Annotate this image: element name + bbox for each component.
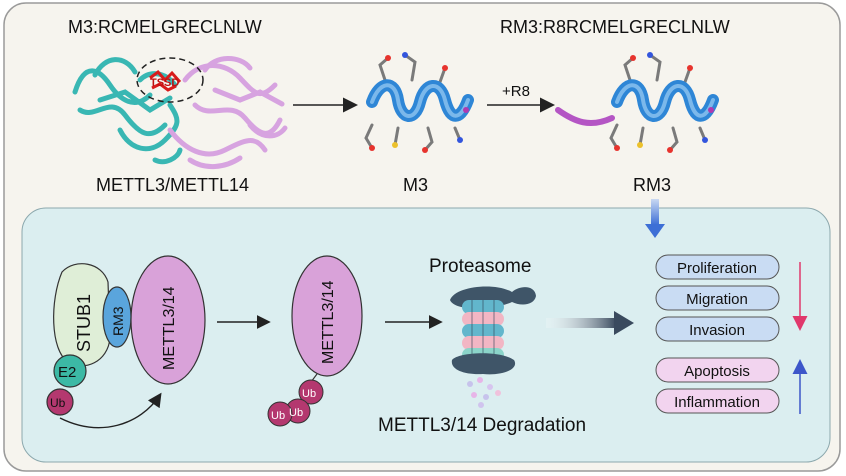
rm3-down-arrow xyxy=(645,199,665,238)
ub-circle xyxy=(46,388,74,416)
mettl3-ribbon xyxy=(72,57,183,165)
ub-label: Ub xyxy=(50,396,66,410)
rm3-label: RM3 xyxy=(633,175,671,195)
outcome-box-inflammation xyxy=(655,388,780,414)
m3-atoms xyxy=(369,52,469,153)
upregulated-outcomes: Apoptosis Inflammation xyxy=(655,357,780,414)
outcome-migration: Migration xyxy=(686,291,748,308)
rm3-peptide-structure xyxy=(555,52,719,153)
ub-chain-label-3: Ub xyxy=(271,410,285,422)
ub-chain-label-2: Ub xyxy=(289,407,303,419)
effect-arrow xyxy=(546,311,634,335)
outcome-box-apoptosis xyxy=(655,357,780,383)
binding-site-circle xyxy=(136,57,204,103)
outcome-box-migration xyxy=(655,285,780,311)
ub-chain: Ub Ub Ub xyxy=(267,379,324,427)
m3-peptide-structure xyxy=(364,52,474,153)
outcome-invasion: Invasion xyxy=(689,322,745,339)
binding-site-label: TSSD xyxy=(150,77,179,89)
e2-label: E2 xyxy=(58,364,76,381)
mettl-label-2: METTL3/14 xyxy=(320,280,337,364)
downregulated-outcomes: Proliferation Migration Invasion xyxy=(655,254,780,342)
complex-label: METTL3/METTL14 xyxy=(96,175,249,195)
mettl-ellipse-1 xyxy=(130,255,206,385)
degradation-label: METTL3/14 Degradation xyxy=(378,415,586,436)
mettl-label-1: METTL3/14 xyxy=(161,286,178,370)
binding-site-residues xyxy=(149,69,182,92)
r8-tail xyxy=(555,107,615,127)
proteasome-structure xyxy=(450,286,536,375)
m3-label: M3 xyxy=(403,175,428,195)
mettl14-ribbon xyxy=(167,56,288,169)
mechanism-panel xyxy=(21,207,831,463)
outcome-box-invasion xyxy=(655,316,780,342)
degradation-fragments xyxy=(467,377,501,408)
rm3-side-chains xyxy=(609,53,707,152)
outcome-box-proliferation xyxy=(655,254,780,280)
outcome-inflammation: Inflammation xyxy=(674,394,760,411)
stub1-shape xyxy=(53,263,111,367)
m3-sequence-label: M3:RCMELGRECLNLW xyxy=(68,17,262,37)
stub1-e3-complex: STUB1 RM3 E2 Ub xyxy=(46,263,132,416)
ub-chain-label-1: Ub xyxy=(302,388,316,400)
rm3-bubble-label: RM3 xyxy=(110,306,126,336)
mettl3-mettl14-structure: TSSD xyxy=(72,56,288,169)
e2-circle xyxy=(53,354,87,388)
stub1-label: STUB1 xyxy=(74,294,94,352)
rm3-atoms xyxy=(614,52,714,153)
outcome-proliferation: Proliferation xyxy=(677,260,757,277)
proteasome-label: Proteasome xyxy=(429,256,531,277)
mettl-ellipse-2 xyxy=(291,255,363,377)
outcome-apoptosis: Apoptosis xyxy=(684,363,750,380)
rm3-sequence-label: RM3:R8RCMELGRECLNLW xyxy=(500,17,730,37)
ub-transfer-arrow xyxy=(59,392,162,429)
r8-label: +R8 xyxy=(502,83,530,100)
